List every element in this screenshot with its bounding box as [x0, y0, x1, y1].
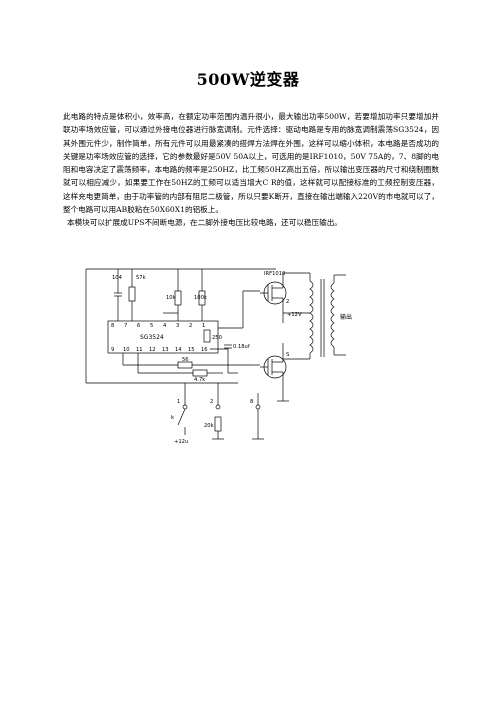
ic-name: SG3524: [140, 334, 164, 341]
label-res-250: 250: [212, 335, 222, 341]
ic-pin: 4: [163, 323, 167, 329]
label-res-20k: 20k: [204, 423, 214, 429]
ic-pin: 3: [176, 323, 179, 329]
label-pin-s: S: [286, 352, 289, 358]
ic-pin: 5: [150, 323, 153, 329]
label-mosfet: IRF1010: [264, 271, 285, 277]
ic-pin: 10: [123, 347, 130, 353]
label-switch-k: k: [171, 415, 174, 421]
ic-pin: 9: [111, 347, 114, 353]
label-pin-2: 2: [210, 399, 213, 405]
ic-pin: 2: [189, 323, 192, 329]
ic-pin: 11: [136, 347, 143, 353]
page-title: 500W逆变器: [196, 70, 300, 89]
label-pin-1: 1: [177, 399, 180, 405]
paragraph-ups-note: 本模块可以扩展成UPS不间断电源，在二脚外接电压比较电路，还可以稳压输出。: [67, 218, 342, 228]
ic-pin: 7: [124, 323, 127, 329]
paragraph-description: 此电路的特点是体积小，效率高，在额定功率范围内温升很小，最大输出功率500W，若…: [63, 112, 439, 215]
label-cap-018uf: 0.18uf: [233, 344, 250, 350]
body-text: 此电路的特点是体积小，效率高，在额定功率范围内温升很小，最大输出功率500W，若…: [63, 110, 439, 230]
label-plus-12u: +12u: [174, 439, 188, 445]
label-res-47k: 4.7k: [194, 377, 205, 383]
label-pin-8: 8: [250, 399, 253, 405]
ic-pin: 14: [175, 347, 182, 353]
ic-pin: 16: [201, 347, 208, 353]
label-output: 输出: [340, 313, 352, 321]
label-pin-2-top: 2: [286, 299, 289, 305]
circuit-diagram: 104 57k 10k 100k 8 7 6 5 4 3 2 1 SG3524 …: [85, 268, 352, 445]
ic-pin: 13: [162, 347, 169, 353]
ic-pin: 8: [111, 323, 114, 329]
label-res-10k: 10k: [166, 295, 176, 301]
ic-pin: 12: [149, 347, 156, 353]
label-plus-12v: +12V: [287, 312, 302, 318]
ic-pin: 1: [202, 323, 205, 329]
ic-pin: 15: [188, 347, 195, 353]
label-res-57k: 57k: [136, 275, 146, 281]
label-res-100k: 100k: [194, 295, 207, 301]
ic-pin: 6: [137, 323, 140, 329]
label-cap-104: 104: [112, 275, 123, 281]
label-res-56: 56: [182, 357, 189, 363]
